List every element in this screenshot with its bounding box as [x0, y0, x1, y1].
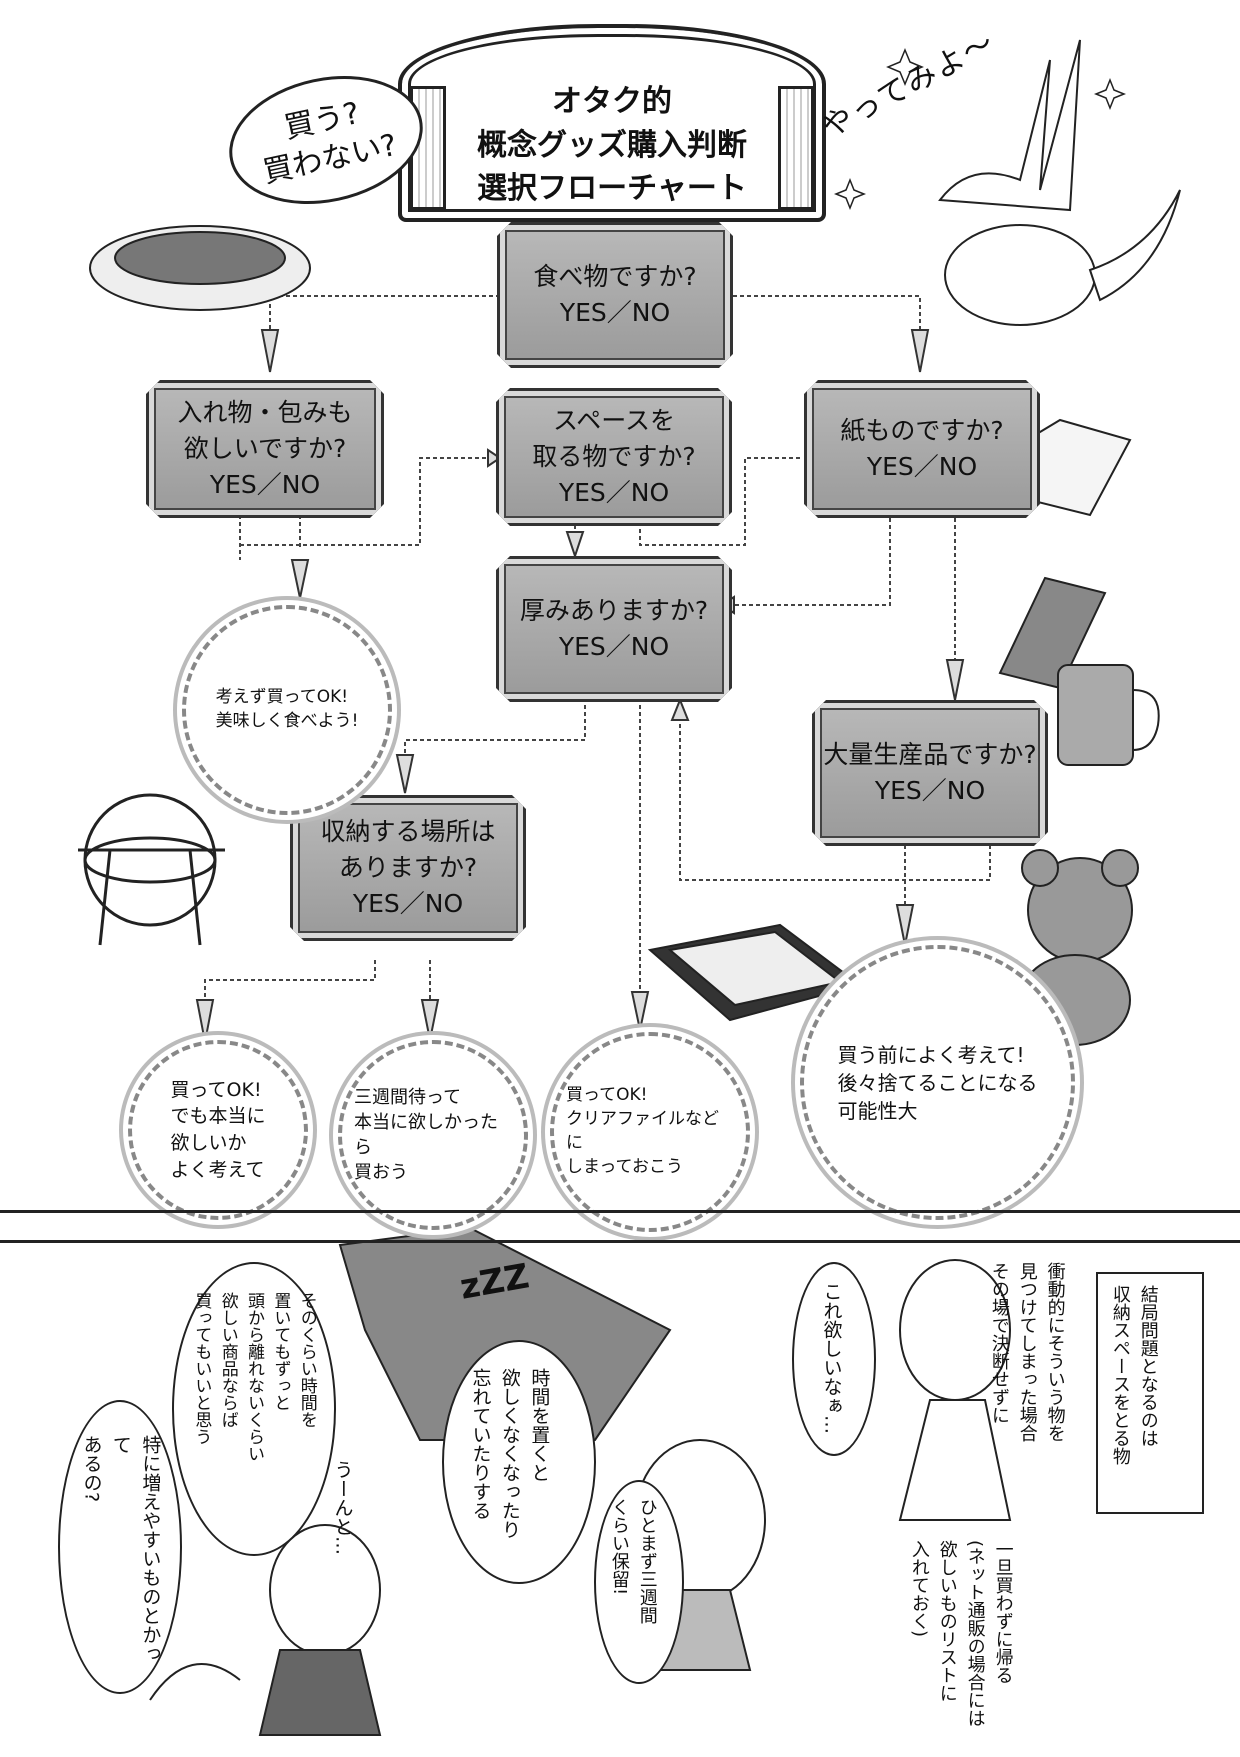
question-text: 厚みありますか? — [519, 595, 709, 625]
question-thick: 厚みありますか? YES／NO — [496, 556, 732, 702]
answer-options: YES／NO — [866, 452, 978, 481]
question-text: 大量生産品ですか? — [823, 739, 1037, 769]
chessboard-illustration — [647, 923, 863, 1022]
speech-forget-text: 時間を置くと 欲しくなくなったり 忘れていたりする — [469, 1368, 551, 1539]
comic-narration-text: 衝動的にそういう物を 見つけてしまった場合 その場で決断せずに — [988, 1262, 1066, 1442]
question-food: 食べ物ですか? YES／NO — [497, 222, 733, 368]
answer-options: YES／NO — [874, 776, 986, 805]
speech-still-want-text: そのくらい時間を 置いてもずっと 頭から離れないくらい 欲しい商品ならば 買って… — [191, 1292, 317, 1462]
comic-note-box — [1096, 1272, 1204, 1514]
question-text: 入れ物・包みも 欲しいですか? — [177, 397, 353, 463]
question-text: 紙ものですか? — [840, 415, 1004, 445]
speech-bubble-hold — [594, 1480, 684, 1684]
result-buy-think: 買ってOK! でも本当に 欲しいか よく考えて — [128, 1040, 308, 1220]
answer-options: YES／NO — [558, 478, 670, 508]
comic-note-text: 結局問題となるのは 収納スペースをとる物 — [1109, 1285, 1159, 1465]
speech-bubble-want — [792, 1262, 876, 1456]
question-storage: 収納する場所は ありますか? YES／NO — [290, 795, 526, 941]
title-plate: オタク的 概念グッズ購入判断 選択フローチャート — [398, 24, 826, 222]
speech-bubble-forget — [442, 1340, 596, 1584]
answer-options: YES／NO — [558, 632, 670, 661]
fox-illustration — [938, 39, 1181, 326]
food-plate-illustration — [89, 225, 311, 311]
comic-panel-illustration — [149, 1226, 1012, 1736]
page-divider-bottom — [0, 1240, 1240, 1243]
question-text: スペースを 取る物ですか? — [532, 405, 696, 471]
comic-list-text: 一旦買わずに帰る (ネット通販の場合には 欲しいものリストに 入れておく) — [908, 1540, 1014, 1728]
sparkle-icons — [833, 48, 1127, 211]
speech-bubble-question — [58, 1400, 182, 1694]
comic-hmm-text: うーんと… — [331, 1460, 354, 1555]
question-wrapping: 入れ物・包みも 欲しいですか? YES／NO — [146, 380, 384, 518]
page-divider-top — [0, 1210, 1240, 1213]
speech-hold-text: ひとまず三週間 くらい保留! — [608, 1498, 658, 1624]
speech-bubble-still-want — [172, 1262, 336, 1556]
question-text: 収納する場所は ありますか? — [320, 816, 496, 882]
question-mass-produced: 大量生産品ですか? YES／NO — [812, 700, 1048, 846]
clearfile-mug-illustration — [998, 576, 1160, 766]
right-pillar — [778, 86, 814, 210]
speech-question-text: 特に増えやすいものとかって あるの? — [80, 1435, 162, 1663]
answer-options: YES／NO — [559, 298, 671, 327]
answer-options: YES／NO — [352, 889, 464, 919]
answer-options: YES／NO — [209, 470, 321, 500]
question-paper: 紙ものですか? YES／NO — [804, 380, 1040, 518]
result-eat: 考えず買ってOK! 美味しく食べよう! — [182, 605, 392, 815]
result-wait: 三週間待って 本当に欲しかったら 買おう — [338, 1040, 528, 1230]
question-space: スペースを 取る物ですか? YES／NO — [496, 388, 732, 526]
speech-want-text: これ欲しいなぁ… — [820, 1282, 843, 1434]
question-text: 食べ物ですか? — [533, 261, 697, 291]
armillary-sphere-illustration — [78, 793, 225, 946]
result-think-before: 買う前によく考えて! 後々捨てることになる 可能性大 — [800, 945, 1075, 1220]
result-clearfile: 買ってOK! クリアファイルなどに しまっておこう — [550, 1032, 750, 1232]
chart-title: オタク的 概念グッズ購入判断 選択フローチャート — [477, 84, 747, 206]
